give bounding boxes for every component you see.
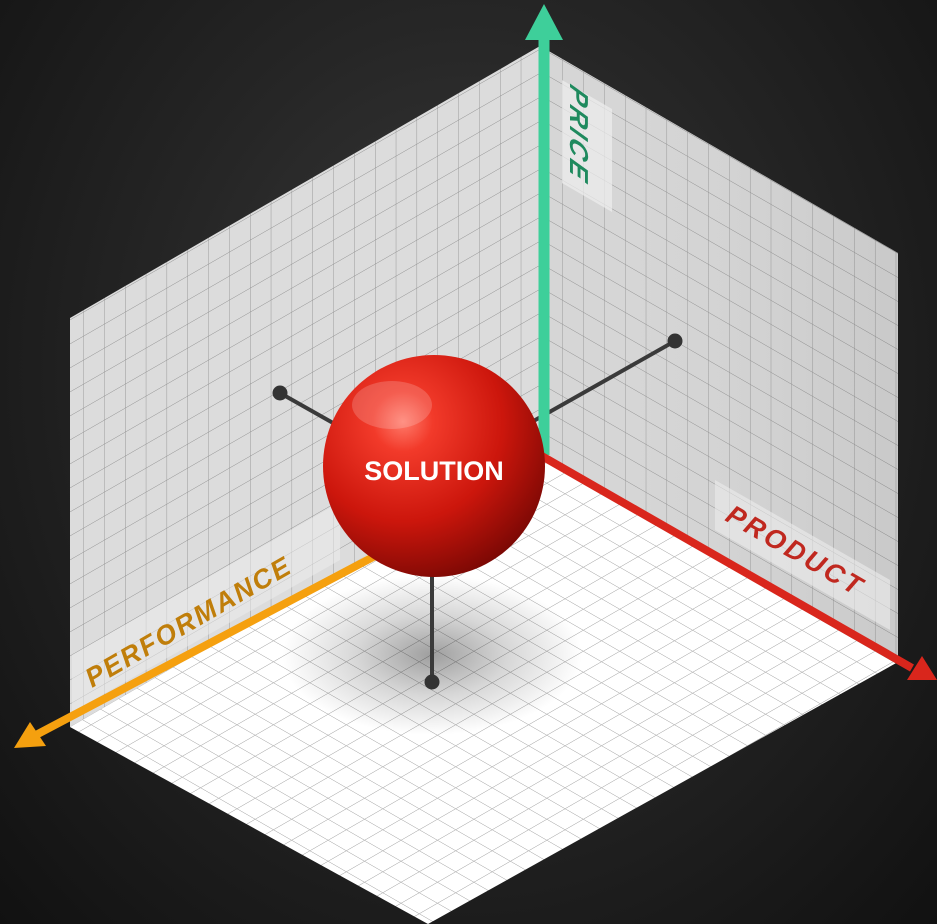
performance-axis xyxy=(14,552,377,748)
solution-label: SOLUTION xyxy=(364,456,504,486)
price-axis xyxy=(525,4,563,455)
connector-left-dot xyxy=(272,385,288,401)
price-axis-label: PRICE xyxy=(564,80,593,190)
product-label-plate xyxy=(715,480,890,630)
performance-axis-arrowhead xyxy=(14,722,46,748)
solution-sphere xyxy=(323,355,545,577)
sphere-highlight xyxy=(352,381,432,429)
right-wall-shade xyxy=(540,46,898,662)
product-axis-arrowhead xyxy=(907,656,937,680)
performance-label-plate xyxy=(72,502,340,712)
left-wall xyxy=(70,46,540,727)
connector-right-dot xyxy=(667,333,683,349)
price-axis-arrowhead xyxy=(525,4,563,40)
product-axis xyxy=(538,451,937,680)
connector-down-dot xyxy=(424,674,440,690)
price-label-plate xyxy=(562,80,612,212)
